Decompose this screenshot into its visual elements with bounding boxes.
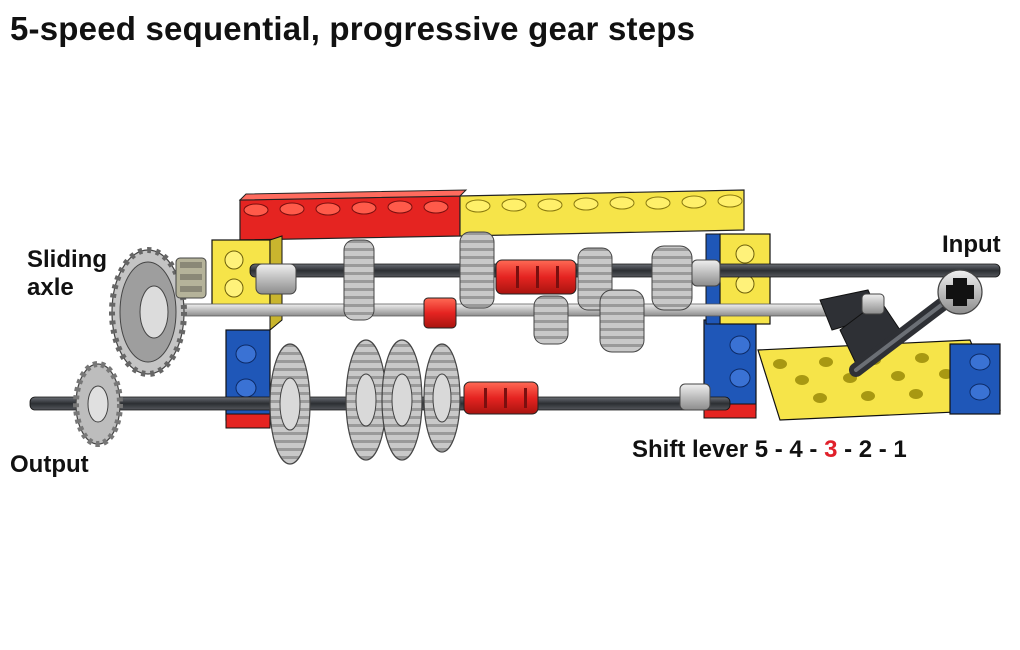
input-gear-1 — [343, 239, 375, 321]
page-title: 5-speed sequential, progressive gear ste… — [10, 10, 696, 47]
label-output: Output — [10, 451, 89, 478]
label-shift-lever: Shift lever 5 - 4 - 3 - 2 - 1 — [632, 436, 907, 464]
sliding-axle-gear — [109, 247, 187, 377]
shift-lever-suffix: - 2 - 1 — [837, 436, 907, 463]
left-blue-post — [225, 329, 271, 429]
shift-lever-prefix: Shift lever 5 - 4 - — [632, 436, 825, 463]
top-red-beam-studs — [243, 200, 449, 217]
output-gear-3 — [381, 339, 423, 461]
input-red-coupler — [495, 259, 577, 295]
label-sliding-axle: Sliding axle — [27, 246, 107, 301]
input-gear-4 — [651, 245, 693, 311]
output-gear-2 — [345, 339, 387, 461]
input-gear-2 — [459, 231, 495, 309]
output-red-coupler — [463, 381, 539, 415]
output-gear — [73, 361, 123, 447]
output-bushing — [679, 383, 711, 411]
output-gear-1 — [269, 343, 311, 465]
left-bushing — [255, 263, 297, 295]
shift-lever-blue-end — [949, 343, 1001, 415]
label-input: Input — [942, 231, 1001, 258]
label-sliding-axle-line1: Sliding — [27, 246, 107, 273]
sliding-gear-2 — [599, 289, 645, 353]
shift-lever-arm — [819, 289, 955, 377]
output-gear-4 — [423, 343, 461, 453]
top-yellow-beam — [459, 189, 745, 237]
top-red-beam — [238, 189, 468, 241]
right-blue-post — [703, 319, 757, 419]
label-sliding-axle-line2: axle — [27, 273, 74, 301]
shift-lever-current-gear: 3 — [824, 436, 838, 463]
sliding-gear-1 — [533, 295, 569, 345]
shift-lever-knob — [937, 269, 983, 315]
input-axle — [249, 263, 1001, 278]
shift-lever-pin — [861, 293, 885, 315]
sliding-axle-small-gear — [175, 257, 207, 299]
input-bushing — [691, 259, 721, 287]
sliding-red-coupler — [423, 297, 457, 329]
top-yellow-beam-studs — [465, 194, 743, 213]
